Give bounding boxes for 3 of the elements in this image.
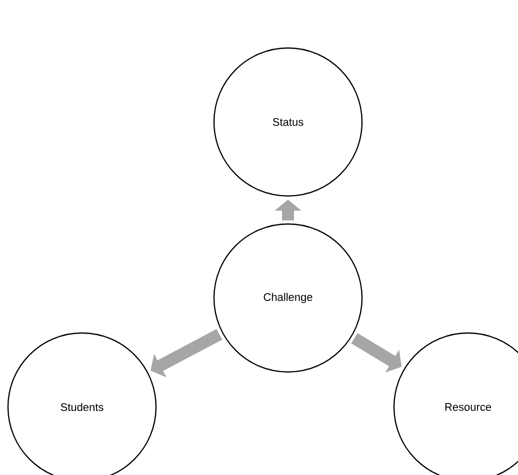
block-arrow [150, 329, 222, 378]
circle-node: Status [213, 47, 363, 197]
circle-node: Challenge [213, 223, 363, 373]
